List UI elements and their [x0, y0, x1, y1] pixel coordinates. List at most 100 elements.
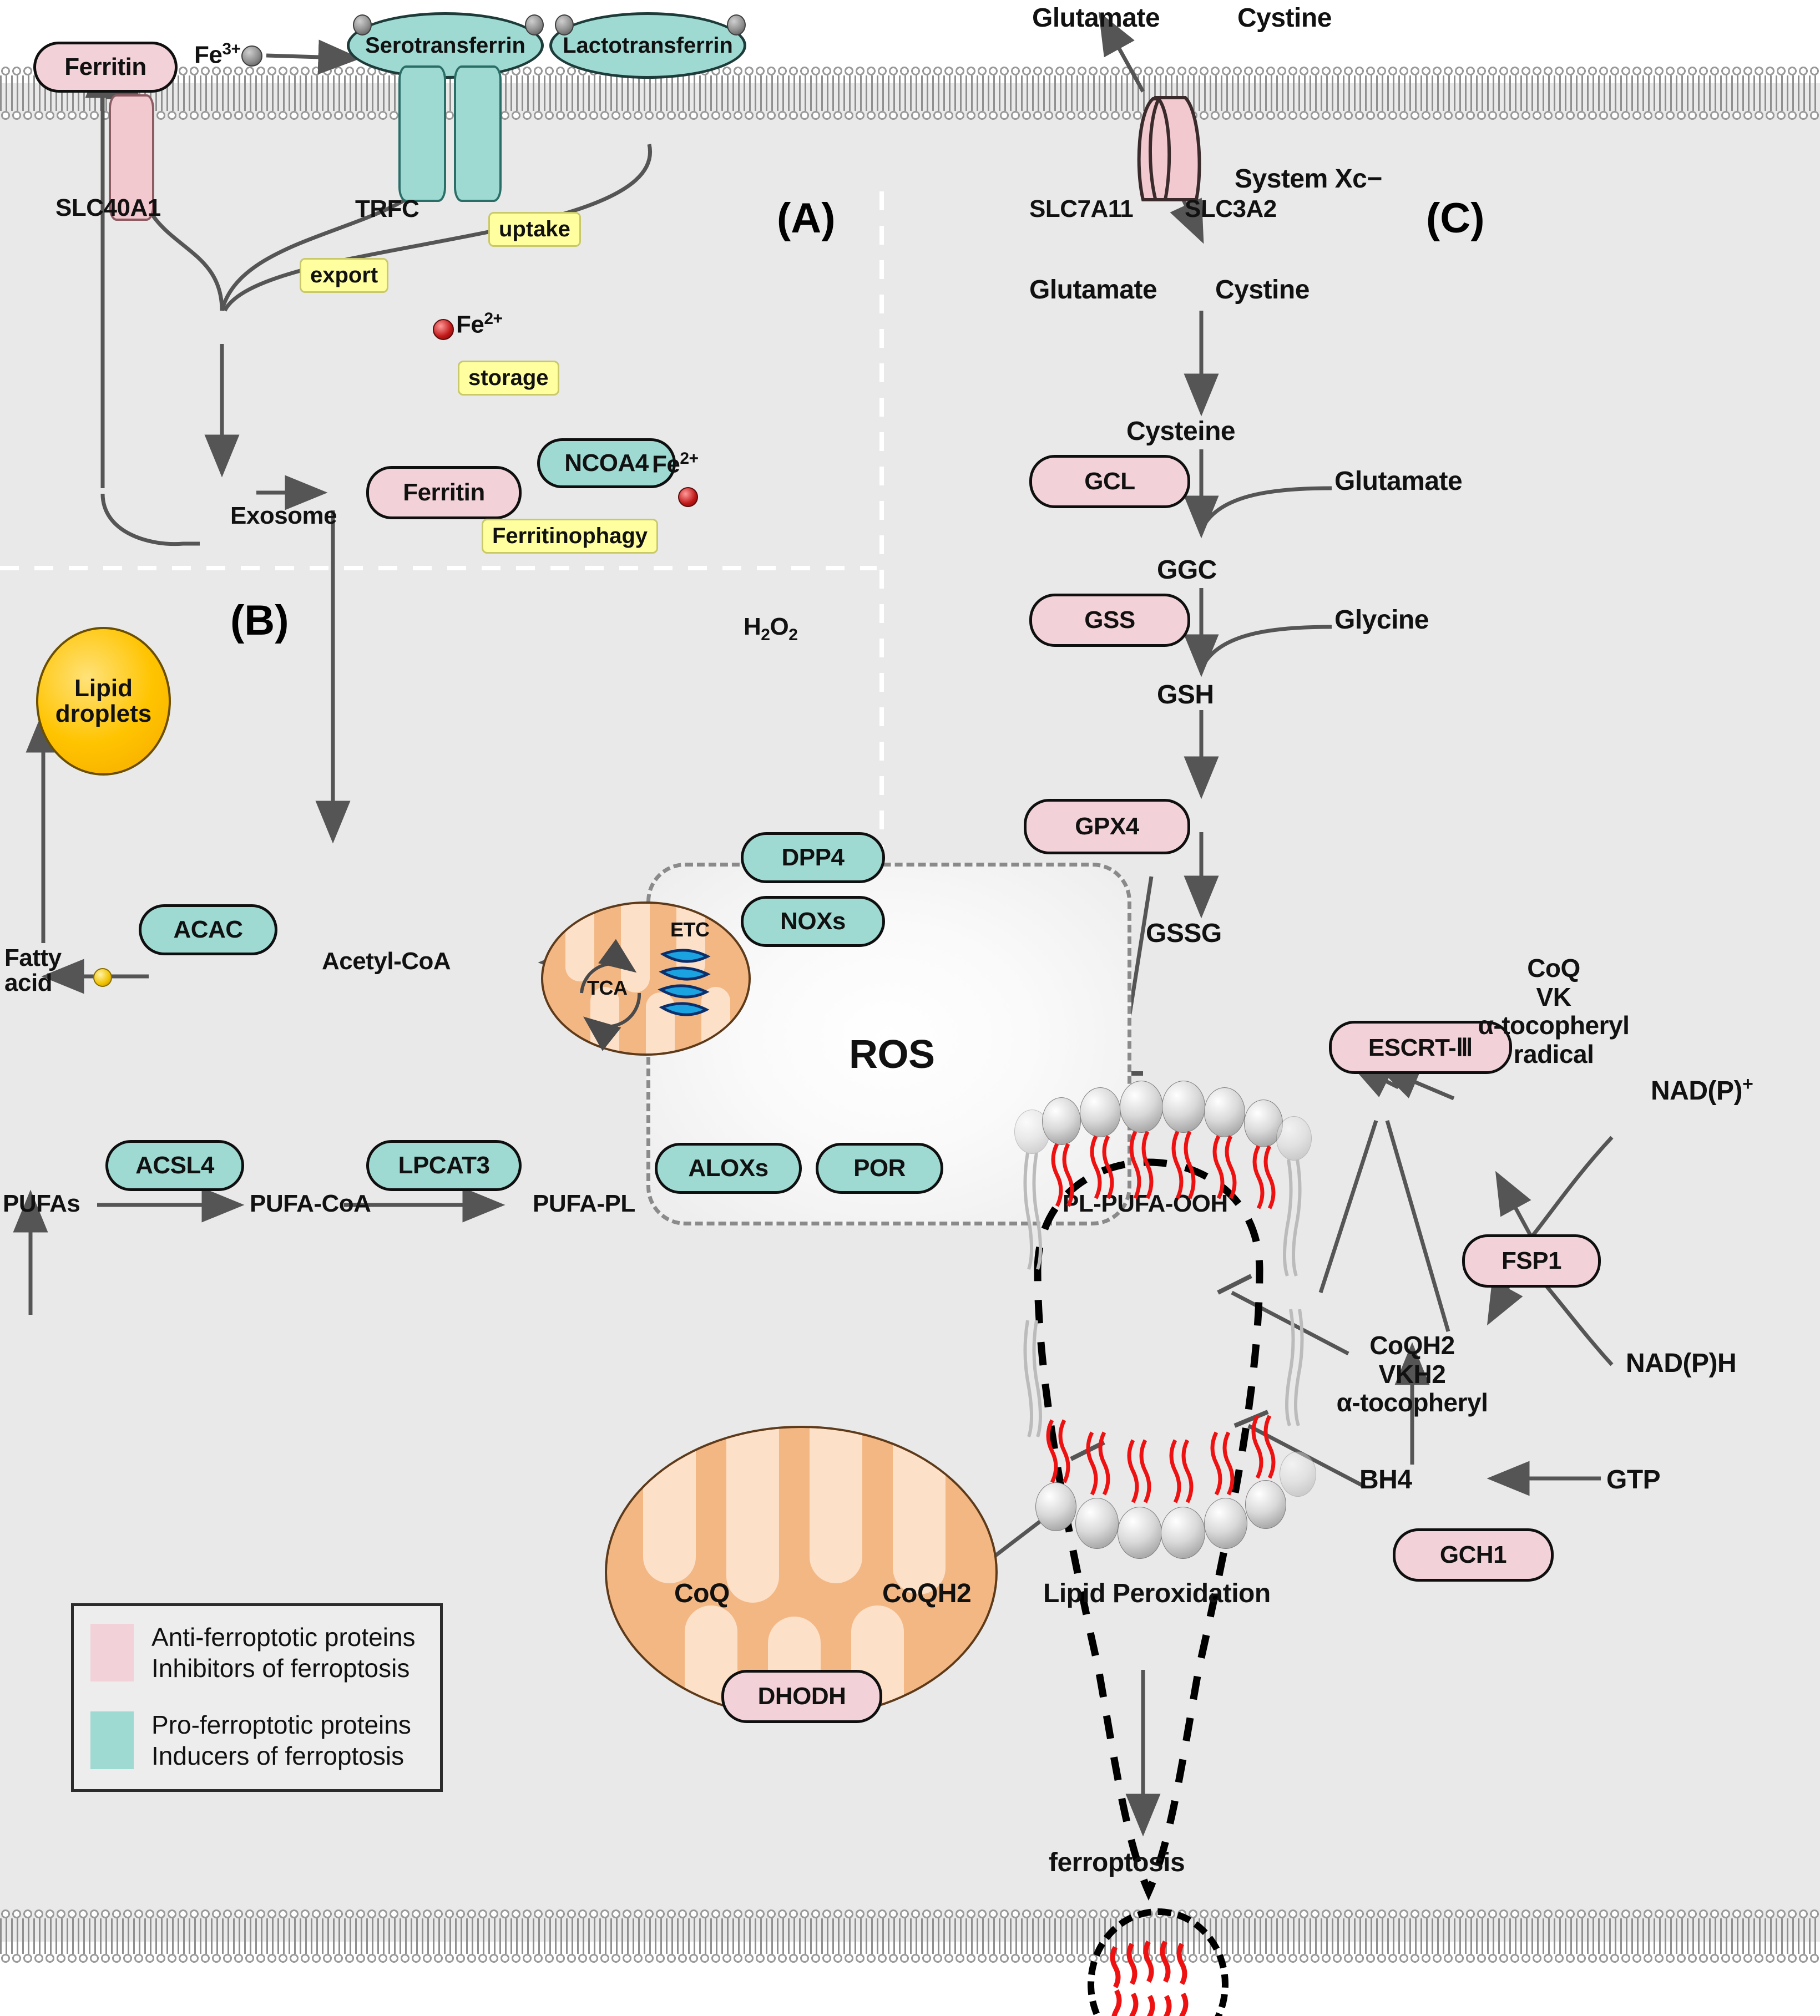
ferritin-extracellular-label: Ferritin: [64, 53, 146, 80]
plasma-membrane-bottom: [0, 1908, 1820, 1964]
gtp-label: GTP: [1606, 1465, 1661, 1495]
gpx4-pill[interactable]: GPX4: [1024, 799, 1190, 854]
gss-pill[interactable]: GSS: [1029, 594, 1190, 647]
fatty-acid-dot: [93, 968, 112, 987]
lactotransferrin-knob-right: [727, 14, 746, 36]
acac-label: ACAC: [173, 916, 243, 943]
cysteine-label: Cysteine: [1126, 417, 1236, 446]
trfc-label: TRFC: [355, 195, 419, 222]
system-xc-label: System Xc−: [1235, 164, 1382, 194]
acsl4-pill[interactable]: ACSL4: [105, 1140, 244, 1191]
gssg-label: GSSG: [1146, 919, 1222, 948]
fe2-lower-dot: [678, 487, 698, 507]
h2o2-label: H2O2: [744, 613, 798, 644]
vk-label: VK: [1536, 982, 1571, 1011]
radical-label: radical: [1513, 1039, 1594, 1068]
coqh2-label: CoQH2: [1369, 1331, 1455, 1360]
fe3-label: Fe3+: [194, 40, 241, 69]
lipid-droplets-circle[interactable]: Lipid droplets: [36, 627, 171, 776]
coq-label: CoQ: [1527, 954, 1580, 982]
section-label-a: (A): [777, 195, 836, 242]
serotransferrin-label: Serotransferrin: [365, 33, 525, 58]
legend-box: Anti-ferroptotic proteins Inhibitors of …: [71, 1603, 443, 1792]
export-tag: export: [300, 258, 389, 293]
lactotransferrin-knob-left: [555, 14, 574, 36]
exosome-label: Exosome: [230, 502, 337, 529]
divider-a-b: [0, 566, 877, 570]
gcl-label: GCL: [1084, 468, 1135, 495]
escrt3-label: ESCRT-Ⅲ: [1368, 1034, 1473, 1061]
ferritin-extracellular-pill[interactable]: Ferritin: [33, 42, 178, 93]
noxs-label: NOXs: [780, 908, 846, 935]
noxs-pill[interactable]: NOXs: [741, 896, 885, 947]
fe2-lower-label: Fe2+: [652, 449, 699, 478]
glutamate-in-label: Glutamate: [1029, 275, 1157, 305]
acsl4-label: ACSL4: [135, 1152, 214, 1179]
slc40a1-channel[interactable]: [109, 94, 154, 221]
slc7a11-label: SLC7A11: [1029, 195, 1134, 222]
trfc-barrel-right[interactable]: [454, 65, 502, 202]
alpha-tocopheryl-reduced-label: α-tocopheryl: [1336, 1388, 1488, 1417]
lactotransferrin-label: Lactotransferrin: [563, 33, 733, 58]
coq-mito-label: CoQ: [674, 1579, 730, 1608]
serotransferrin-oval[interactable]: Serotransferrin: [347, 12, 544, 79]
acac-pill[interactable]: ACAC: [139, 904, 277, 955]
lpcat3-pill[interactable]: LPCAT3: [366, 1140, 522, 1191]
slc40a1-label: SLC40A1: [55, 194, 161, 221]
dhodh-label: DHODH: [757, 1683, 846, 1710]
cystine-out-label: Cystine: [1237, 3, 1332, 33]
legend-swatch-anti: [90, 1624, 134, 1681]
legend-pro-line2: Inducers of ferroptosis: [151, 1741, 405, 1771]
nadp-plus-label: NAD(P)+: [1651, 1073, 1753, 1106]
acetyl-coa-label: Acetyl-CoA: [322, 948, 451, 975]
fsp1-label: FSP1: [1501, 1247, 1562, 1274]
fsp1-pill[interactable]: FSP1: [1462, 1234, 1601, 1288]
gpx4-label: GPX4: [1075, 813, 1139, 840]
legend-pro-line1: Pro-ferroptotic proteins: [151, 1710, 411, 1739]
nadph-label: NAD(P)H: [1626, 1349, 1737, 1378]
bh4-label: BH4: [1359, 1465, 1412, 1495]
trfc-barrel-left[interactable]: [398, 65, 446, 202]
gcl-pill[interactable]: GCL: [1029, 455, 1190, 508]
legend-swatch-pro: [90, 1711, 134, 1769]
gss-label: GSS: [1084, 606, 1135, 634]
alpha-tocopheryl-label: α-tocopheryl: [1478, 1011, 1630, 1040]
ros-label: ROS: [849, 1032, 935, 1077]
legend-anti-text: Anti-ferroptotic proteins Inhibitors of …: [151, 1622, 416, 1684]
uptake-tag: uptake: [488, 212, 581, 247]
pufa-pl-label: PUFA-PL: [533, 1190, 635, 1217]
aloxs-label: ALOXs: [688, 1154, 769, 1182]
cystine-in-label: Cystine: [1215, 275, 1310, 305]
mitochondrion-tca-etc: [541, 901, 751, 1056]
pufas-label: PUFAs: [3, 1190, 80, 1217]
glycine-label: Glycine: [1334, 605, 1429, 635]
fe2-upper-dot: [433, 319, 454, 340]
dpp4-pill[interactable]: DPP4: [741, 832, 885, 883]
coq-vk-group-label: CoQ VK α-tocopheryl radical: [1478, 954, 1630, 1068]
ferritin-storage-pill[interactable]: Ferritin: [366, 466, 522, 519]
legend-anti-line1: Anti-ferroptotic proteins: [151, 1623, 416, 1652]
glutamate-out-label: Glutamate: [1032, 3, 1160, 33]
aloxs-pill[interactable]: ALOXs: [655, 1143, 802, 1194]
dpp4-label: DPP4: [781, 844, 845, 871]
serotransferrin-knob-right: [525, 14, 544, 36]
legend-pro-text: Pro-ferroptotic proteins Inducers of fer…: [151, 1709, 411, 1771]
gch1-pill[interactable]: GCH1: [1393, 1528, 1554, 1582]
etc-label: ETC: [670, 918, 710, 941]
escrt3-pill[interactable]: ESCRT-Ⅲ: [1329, 1021, 1512, 1074]
section-label-c: (C): [1426, 195, 1485, 242]
por-pill[interactable]: POR: [816, 1143, 943, 1194]
coqh2-mito-label: CoQH2: [882, 1579, 972, 1608]
tca-label: TCA: [587, 976, 628, 999]
ncoa4-pill[interactable]: NCOA4: [537, 438, 676, 488]
lpcat3-label: LPCAT3: [398, 1152, 490, 1179]
gch1-label: GCH1: [1439, 1541, 1507, 1568]
gsh-label: GSH: [1157, 680, 1214, 710]
dhodh-pill[interactable]: DHODH: [721, 1670, 882, 1723]
por-label: POR: [853, 1154, 906, 1182]
glutamate-side-label: Glutamate: [1334, 467, 1463, 496]
lactotransferrin-oval[interactable]: Lactotransferrin: [549, 12, 746, 79]
ferritin-storage-label: Ferritin: [403, 479, 485, 506]
vkh2-label: VKH2: [1378, 1359, 1446, 1389]
